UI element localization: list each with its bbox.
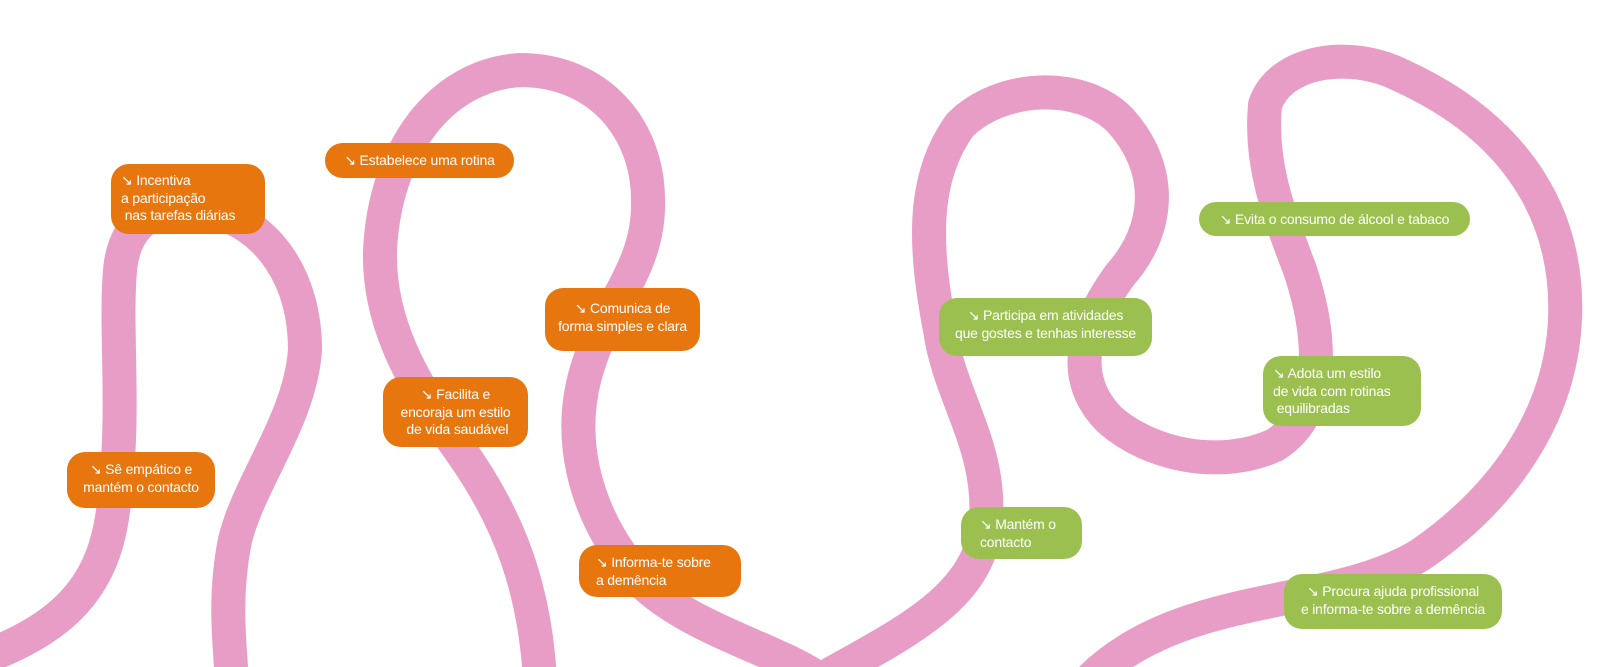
tip-empatico: ↘ Sê empático e mantém o contacto: [67, 452, 215, 508]
tip-adota: ↘ Adota um estilo de vida com rotinas eq…: [1263, 356, 1421, 426]
tip-procura: ↘ Procura ajuda profissional e informa-t…: [1284, 574, 1502, 629]
winding-path-left: [0, 190, 323, 667]
tip-participa: ↘ Participa em atividades que gostes e t…: [939, 298, 1152, 356]
tip-mantem: ↘ Mantém o contacto: [961, 507, 1082, 559]
tip-incentiva: ↘ Incentiva a participação nas tarefas d…: [111, 164, 265, 234]
tip-informa: ↘ Informa-te sobre a demência: [579, 545, 741, 597]
tip-comunica: ↘ Comunica de forma simples e clara: [545, 288, 700, 351]
tip-facilita: ↘ Facilita e encoraja um estilo de vida …: [383, 377, 528, 447]
tip-evita: ↘ Evita o consumo de álcool e tabaco: [1199, 202, 1470, 236]
winding-path-right: [809, 44, 1583, 667]
tip-estabelece: ↘ Estabelece uma rotina: [325, 143, 514, 178]
